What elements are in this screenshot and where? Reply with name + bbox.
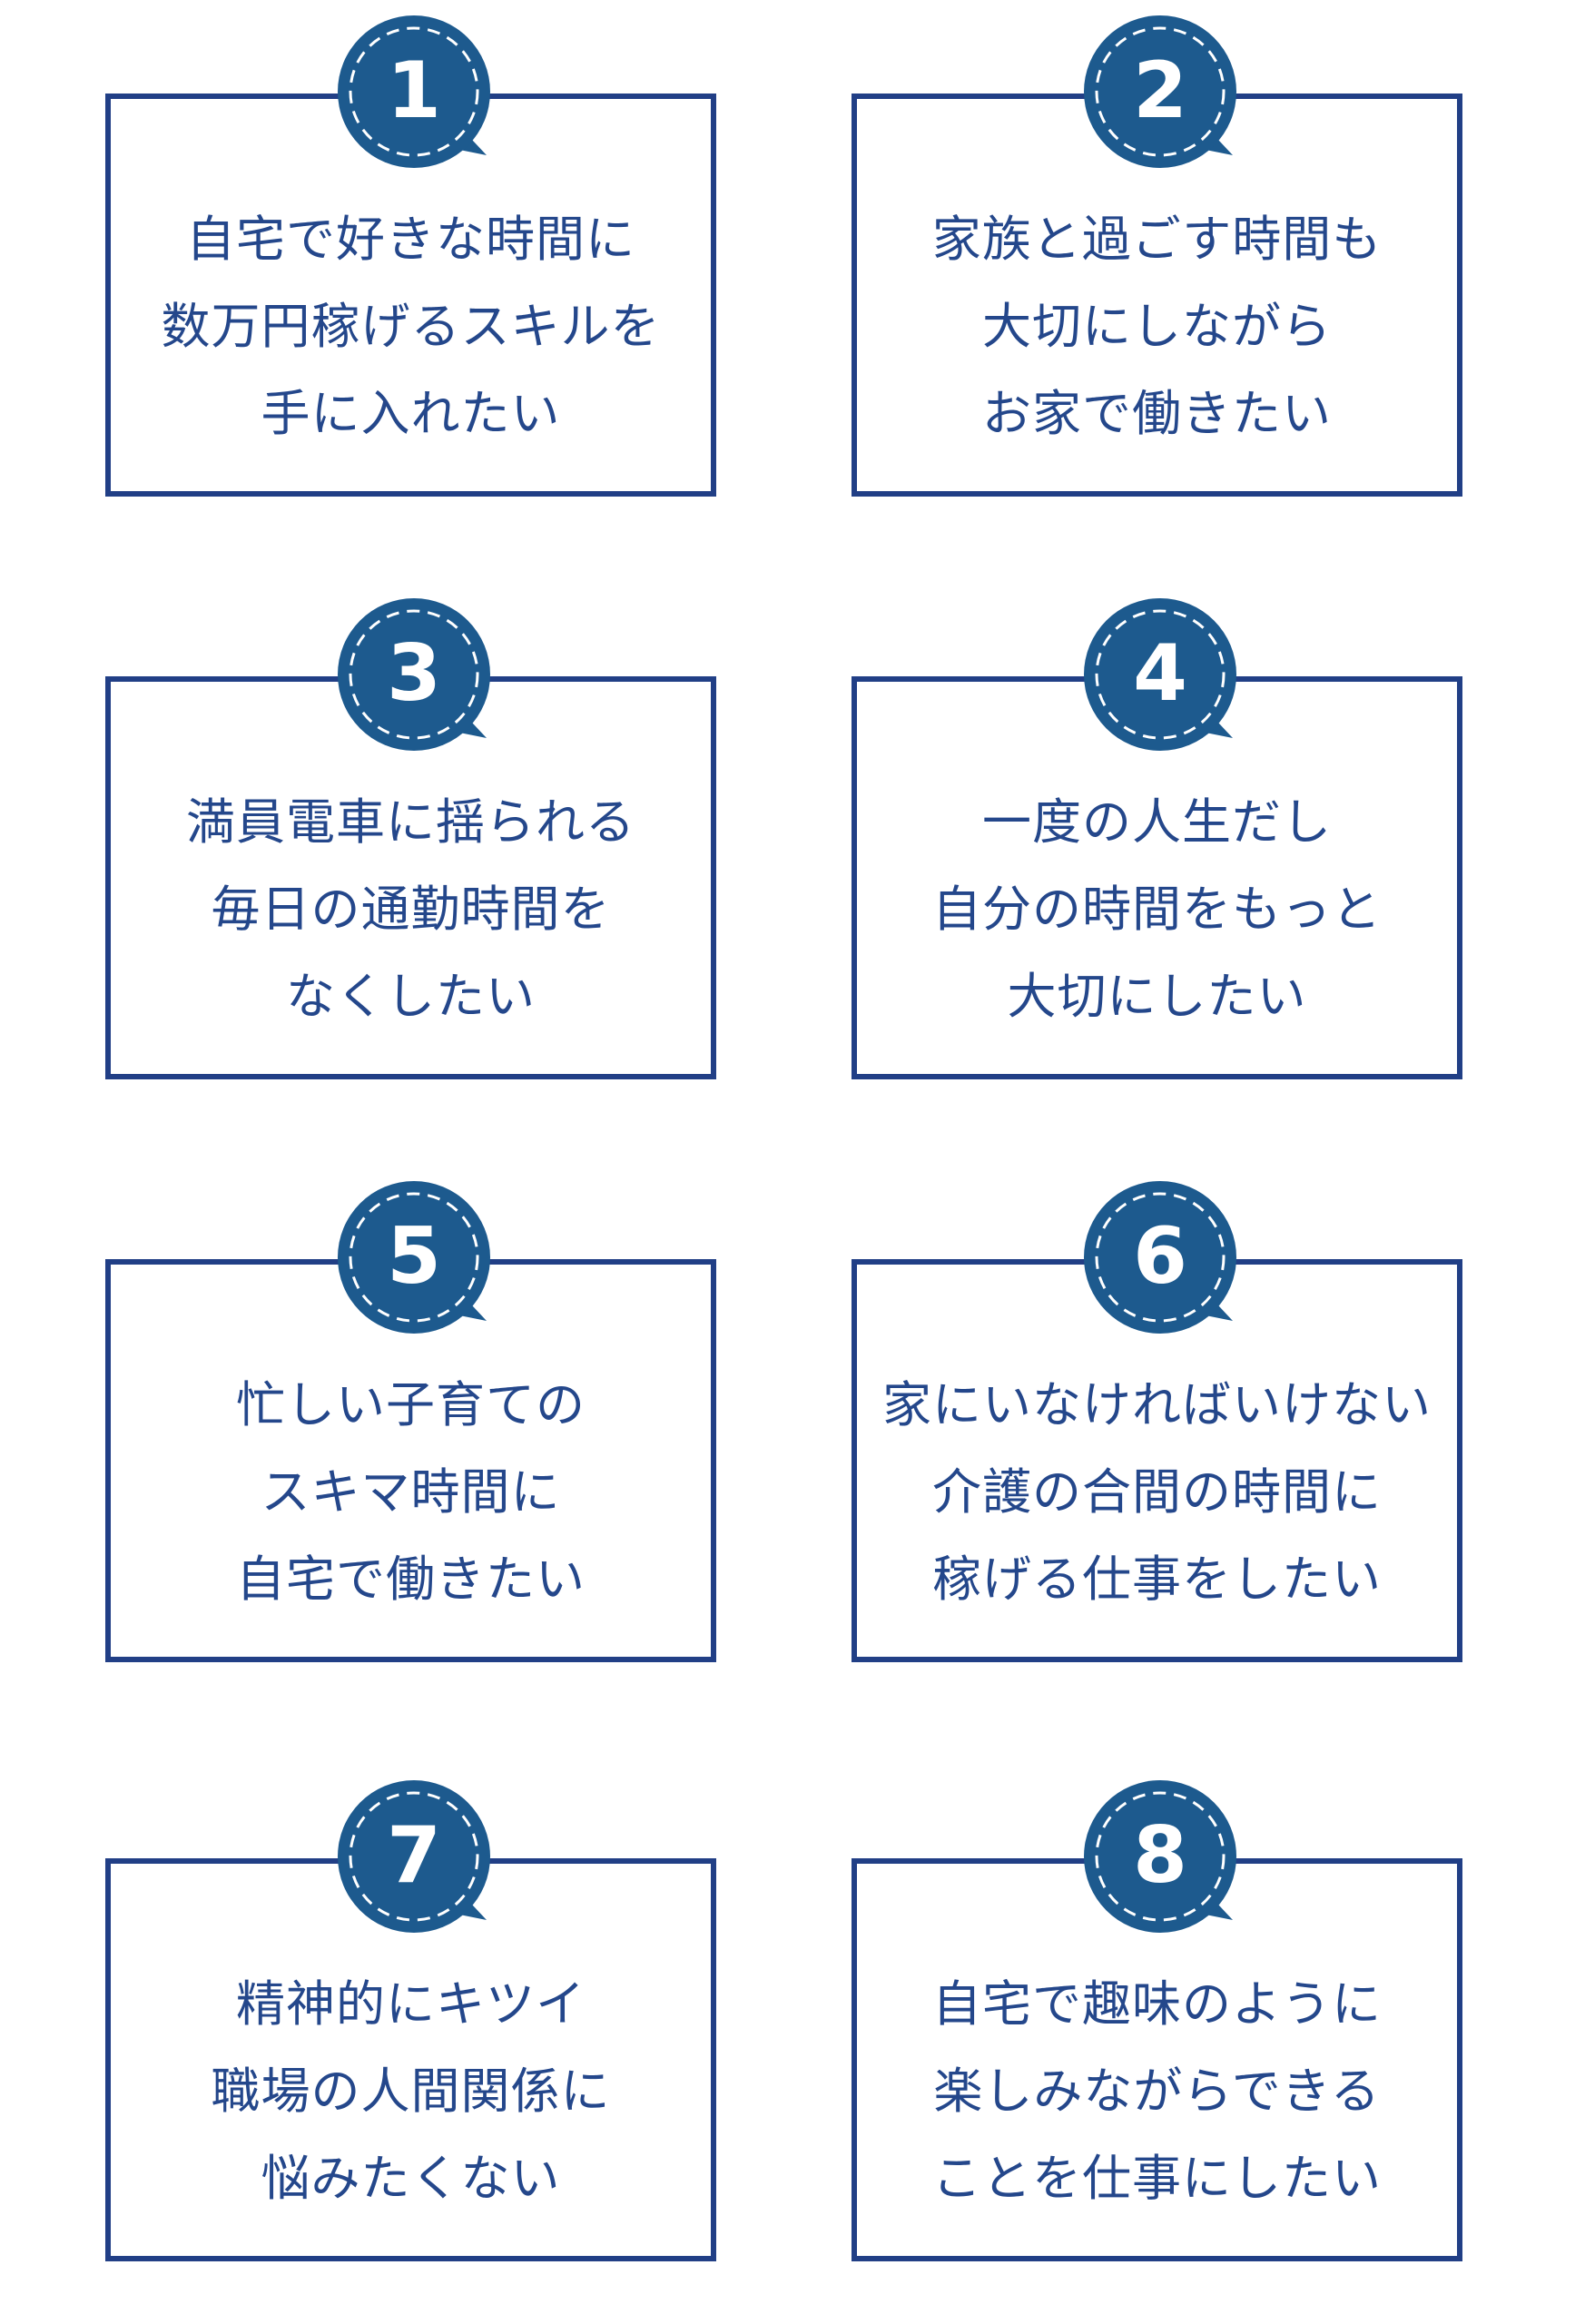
- card-text-line: 一度の人生だし: [982, 793, 1332, 851]
- reason-card-7: 7 精神的にキツイ 職場の人間関係に 悩みたくない: [105, 1780, 716, 2261]
- card-text-line: 忙しい子育ての: [236, 1376, 586, 1433]
- badge-number: 3: [387, 628, 441, 719]
- card-text-line: お家で働きたい: [982, 385, 1332, 442]
- badge-number: 5: [387, 1211, 441, 1302]
- card-text-line: 自宅で趣味のように: [932, 1975, 1382, 2033]
- card-text-line: スキマ時間に: [261, 1463, 561, 1521]
- card-text: 自宅で好きな時間に 数万円稼げるスキルを 手に入れたい: [111, 175, 711, 478]
- number-badge-icon: 2: [1084, 15, 1236, 168]
- card-text-line: ことを仕事にしたい: [932, 2150, 1382, 2207]
- card-text: 満員電車に揺られる 毎日の通勤時間を なくしたい: [111, 758, 711, 1061]
- badge-number: 8: [1133, 1810, 1187, 1901]
- badge-number: 2: [1133, 45, 1187, 136]
- card-text-line: 大切にしながら: [982, 298, 1332, 355]
- card-text-line: 家族と過ごす時間も: [931, 211, 1383, 268]
- card-text-line: 稼げる仕事をしたい: [932, 1551, 1382, 1608]
- card-text-line: 職場の人間関係に: [211, 2063, 611, 2120]
- number-badge-icon: 1: [338, 15, 490, 168]
- card-text: 自宅で趣味のように 楽しみながらできる ことを仕事にしたい: [857, 1940, 1457, 2243]
- number-badge-icon: 4: [1084, 598, 1236, 751]
- card-text: 一度の人生だし 自分の時間をもっと 大切にしたい: [857, 758, 1457, 1061]
- reason-card-2: 2 家族と過ごす時間も 大切にしながら お家で働きたい: [852, 15, 1462, 497]
- number-badge-icon: 5: [338, 1181, 490, 1334]
- badge-number: 4: [1133, 628, 1187, 719]
- badge-number: 6: [1133, 1211, 1187, 1302]
- reason-card-1: 1 自宅で好きな時間に 数万円稼げるスキルを 手に入れたい: [105, 15, 716, 497]
- number-badge-icon: 8: [1084, 1780, 1236, 1933]
- card-text-line: 手に入れたい: [261, 385, 561, 442]
- reason-card-3: 3 満員電車に揺られる 毎日の通勤時間を なくしたい: [105, 598, 716, 1079]
- card-text-line: 悩みたくない: [261, 2150, 561, 2207]
- reason-card-8: 8 自宅で趣味のように 楽しみながらできる ことを仕事にしたい: [852, 1780, 1462, 2261]
- card-text-line: 毎日の通勤時間を: [211, 881, 611, 938]
- card-text-line: 家にいなければいけない: [882, 1376, 1432, 1433]
- card-text-line: 自宅で好きな時間に: [186, 211, 635, 268]
- card-text-line: 楽しみながらできる: [933, 2063, 1381, 2120]
- number-badge-icon: 6: [1084, 1181, 1236, 1334]
- card-text: 忙しい子育ての スキマ時間に 自宅で働きたい: [111, 1341, 711, 1644]
- number-badge-icon: 7: [338, 1780, 490, 1933]
- badge-number: 1: [387, 45, 441, 136]
- card-text-line: 介護の合間の時間に: [932, 1463, 1382, 1521]
- reason-card-6: 6 家にいなければいけない 介護の合間の時間に 稼げる仕事をしたい: [852, 1181, 1462, 1662]
- card-text-line: 自宅で働きたい: [236, 1551, 586, 1608]
- number-badge-icon: 3: [338, 598, 490, 751]
- card-text-line: 数万円稼げるスキルを: [161, 298, 661, 355]
- card-text: 家にいなければいけない 介護の合間の時間に 稼げる仕事をしたい: [857, 1341, 1457, 1644]
- card-text: 精神的にキツイ 職場の人間関係に 悩みたくない: [111, 1940, 711, 2243]
- card-text-line: 精神的にキツイ: [236, 1975, 586, 2033]
- card-text: 家族と過ごす時間も 大切にしながら お家で働きたい: [857, 175, 1457, 478]
- badge-number: 7: [387, 1810, 441, 1901]
- card-text-line: 大切にしたい: [1007, 968, 1307, 1025]
- card-text-line: なくしたい: [286, 968, 536, 1025]
- reason-card-5: 5 忙しい子育ての スキマ時間に 自宅で働きたい: [105, 1181, 716, 1662]
- card-text-line: 自分の時間をもっと: [932, 881, 1382, 938]
- card-text-line: 満員電車に揺られる: [186, 793, 635, 851]
- reason-card-4: 4 一度の人生だし 自分の時間をもっと 大切にしたい: [852, 598, 1462, 1079]
